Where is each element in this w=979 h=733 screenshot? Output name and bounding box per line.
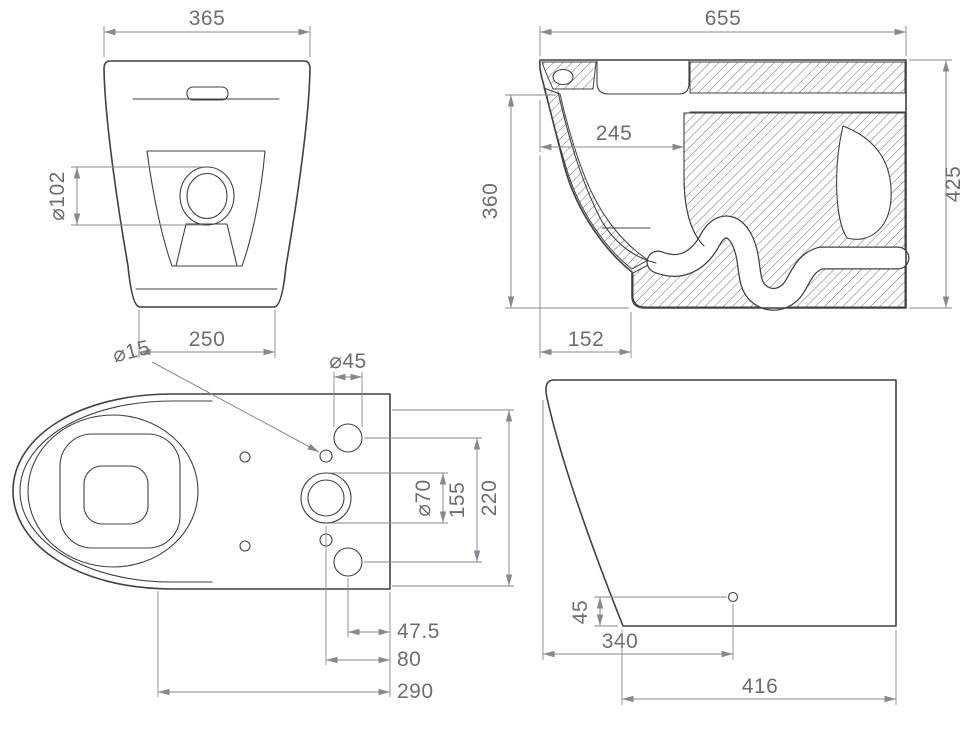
dim-plan-hole-spacing: 155 bbox=[364, 437, 482, 563]
front-outlet-inner bbox=[186, 172, 228, 220]
section-body-outline bbox=[539, 59, 907, 309]
profile-fixing-hole bbox=[727, 591, 739, 603]
plan-fixing-hole-top bbox=[319, 449, 333, 463]
front-body-outline bbox=[103, 60, 311, 308]
section-depth-label: 655 bbox=[705, 7, 742, 30]
dim-section-depth: 655 bbox=[539, 7, 907, 56]
dim-section-height-front: 360 bbox=[479, 94, 629, 309]
dim-section-base-setback: 152 bbox=[539, 155, 632, 358]
dim-profile-hole-offset: 340 bbox=[542, 400, 734, 660]
front-base-width-label: 250 bbox=[189, 328, 226, 351]
dim-section-height-overall: 425 bbox=[909, 59, 965, 309]
dim-plan-offset-outlet: 80 bbox=[325, 526, 421, 671]
dim-front-base-width: 250 bbox=[138, 310, 276, 358]
section-bowl-front-line bbox=[557, 91, 657, 264]
plan-outlet-inner bbox=[307, 479, 345, 517]
plan-offset-outlet-label: 80 bbox=[397, 648, 421, 671]
plan-rim-offset-line bbox=[19, 400, 213, 583]
plan-seat-hole-bottom bbox=[239, 540, 251, 552]
section-height-front-label: 360 bbox=[479, 183, 502, 220]
profile-body-outline bbox=[545, 379, 897, 627]
plan-outlet-outer bbox=[300, 472, 352, 524]
front-outlet-dia-label: ⌀102 bbox=[46, 171, 69, 221]
dim-plan-offset-small: 47.5 bbox=[347, 578, 440, 643]
plan-sump-outline bbox=[83, 465, 149, 525]
plan-flush-hole-top bbox=[333, 423, 363, 453]
plan-plate-width-label: 220 bbox=[478, 480, 501, 517]
dim-plan-flush-dia: ⌀45 bbox=[329, 350, 367, 427]
profile-base-depth-label: 416 bbox=[742, 675, 779, 698]
section-base-setback-label: 152 bbox=[568, 328, 605, 351]
plan-flush-dia-label: ⌀45 bbox=[329, 350, 367, 373]
plan-flush-hole-bottom bbox=[333, 547, 363, 577]
dim-plan-outlet-dia: ⌀70 bbox=[330, 472, 448, 524]
profile-view: 45 340 416 bbox=[542, 379, 897, 705]
dim-front-outlet-dia: ⌀102 bbox=[46, 166, 203, 226]
dim-plan-plate-width: 220 bbox=[392, 409, 514, 587]
dim-section-inner-depth: 245 bbox=[539, 100, 684, 152]
section-hatch-top-band bbox=[689, 61, 906, 94]
profile-hole-offset-label: 340 bbox=[602, 630, 639, 653]
section-view: 655 425 360 245 152 bbox=[479, 7, 965, 358]
section-rim-channel bbox=[552, 68, 574, 86]
plan-fixing-dia-label: ⌀15 bbox=[110, 336, 152, 367]
front-outlet-outer bbox=[179, 166, 235, 226]
section-height-overall-label: 425 bbox=[942, 166, 965, 203]
front-width-label: 365 bbox=[189, 7, 226, 30]
plan-offset-small-label: 47.5 bbox=[397, 620, 440, 643]
plan-outlet-dia-label: ⌀70 bbox=[412, 479, 435, 517]
dim-profile-base-depth: 416 bbox=[621, 630, 897, 705]
plan-body-outline bbox=[12, 393, 391, 590]
plan-bowl-rim bbox=[27, 414, 199, 568]
section-trapway-channel bbox=[647, 216, 909, 310]
front-pedestal bbox=[175, 223, 238, 267]
plan-offset-total-label: 290 bbox=[397, 680, 434, 703]
front-bowl-shape bbox=[146, 150, 266, 267]
dim-plan-offset-total: 290 bbox=[157, 591, 434, 703]
front-top-slot bbox=[186, 86, 229, 101]
section-back-void bbox=[836, 125, 892, 240]
front-view: 365 250 ⌀102 bbox=[46, 7, 311, 358]
plan-seat-hole-top bbox=[239, 451, 251, 463]
section-bowl-back-line bbox=[683, 112, 705, 247]
section-flush-channel bbox=[596, 60, 690, 95]
dim-profile-hole-height: 45 bbox=[569, 596, 727, 627]
section-inner-depth-label: 245 bbox=[596, 122, 633, 145]
plan-view: ⌀15 ⌀45 ⌀70 155 220 bbox=[12, 336, 514, 703]
dim-front-width: 365 bbox=[103, 7, 311, 57]
plan-hole-spacing-label: 155 bbox=[446, 482, 469, 519]
plan-bowl-opening bbox=[59, 433, 181, 549]
profile-hole-height-label: 45 bbox=[569, 600, 592, 624]
